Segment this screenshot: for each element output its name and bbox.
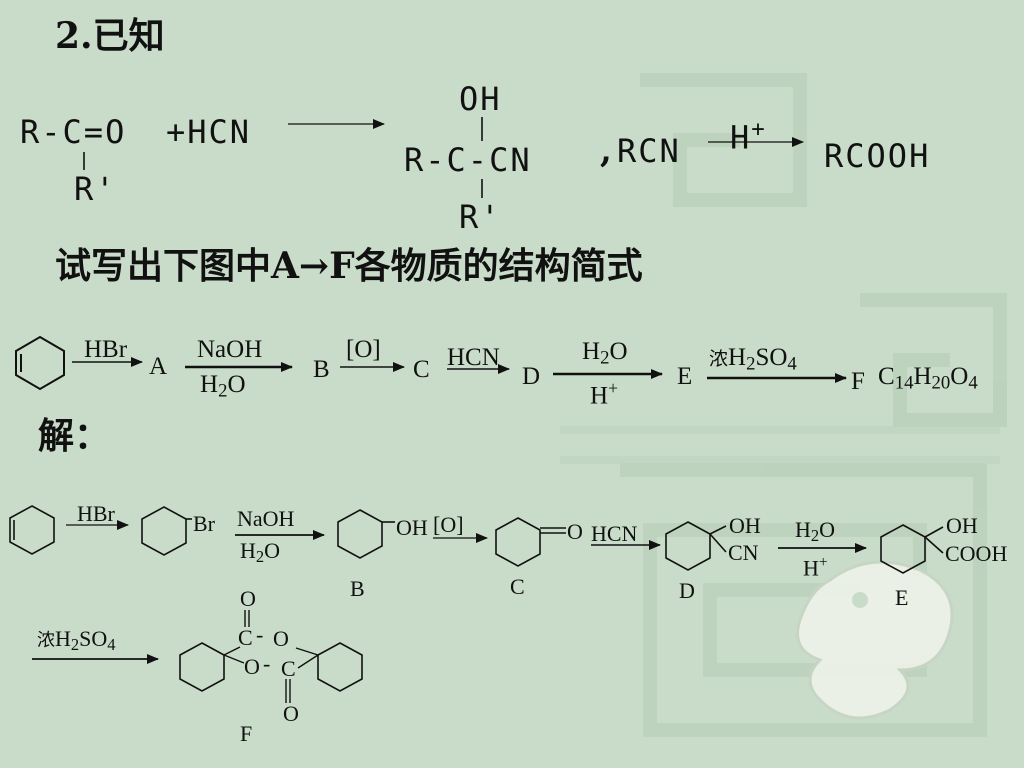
scheme-step2-bottom: H2O — [200, 371, 246, 402]
scheme-step6-reagent: 浓H2SO4 — [709, 344, 797, 375]
scheme-step2-top: NaOH — [197, 336, 263, 363]
problem-title: 2.已知 — [55, 15, 165, 57]
answer-f-o-bottom: O — [283, 701, 299, 726]
answer-f-o-ring-bottom: O — [244, 654, 260, 679]
known-product-top: OH — [459, 80, 502, 118]
answer-e-cooh: COOH — [945, 541, 1008, 566]
known-reactant1: R-C=O — [20, 113, 127, 151]
answer-label: 解： — [38, 415, 111, 457]
answer-e-cooh-bond — [924, 536, 944, 554]
scheme-label-a: A — [149, 353, 168, 380]
known-product-mid: R-C-CN — [404, 141, 532, 179]
question-text: 试写出下图中A→F各物质的结构简式 — [55, 245, 643, 287]
answer-label-e: E — [895, 585, 909, 610]
scheme-label-f: F — [851, 368, 865, 395]
answer-h2o: H2O — [240, 538, 281, 567]
answer-cyclohexene-ring — [9, 505, 55, 555]
answer-d-cn: CN — [728, 540, 759, 565]
dragon-ornament — [796, 560, 954, 720]
scheme-step5-top: H2O — [582, 338, 628, 369]
answer-ketone-o: O — [567, 519, 583, 544]
known-rcn: RCN — [617, 132, 681, 170]
answer-f-o-ring-top: O — [273, 626, 289, 651]
answer-bromocyclohexane-ring — [141, 506, 187, 556]
answer-hcn: HCN — [591, 521, 638, 546]
answer-conc-h2so4: 浓H2SO4 — [37, 626, 116, 655]
answer-e-hplus: H+ — [803, 554, 828, 581]
answer-f-bond-right-bottom — [297, 654, 319, 669]
known-reactant2: +HCN — [166, 113, 252, 151]
scheme-step5-bottom: H+ — [590, 378, 618, 410]
answer-d-cn-bond — [709, 533, 727, 553]
scheme-step4-reagent: HCN — [447, 344, 500, 371]
known-rcooh: RCOOH — [824, 137, 931, 175]
answer-label-f: F — [240, 721, 253, 746]
answer-f-left-ring — [179, 642, 225, 692]
scheme-step1-reagent: HBr — [84, 336, 128, 363]
scheme-step3-reagent: [O] — [346, 336, 381, 363]
answer-br: Br — [193, 511, 215, 536]
answer-cyclohexanol-ring — [337, 509, 383, 559]
answer-f-dash-bottom: - — [263, 651, 271, 676]
scheme-cyclohexene-ring — [15, 335, 65, 391]
known-reactant1-sub: R' — [74, 170, 117, 208]
scheme-label-c: C — [413, 356, 430, 383]
answer-e-oh: OH — [946, 513, 978, 538]
scheme-label-d: D — [522, 363, 541, 390]
known-acid-condition: H+ — [730, 116, 767, 157]
scheme-label-b: B — [313, 356, 330, 383]
answer-e-h2o: H2O — [795, 517, 836, 546]
answer-f-c-top: C — [238, 625, 253, 650]
answer-f-bond-left-bottom — [223, 654, 245, 664]
answer-f-right-ring — [317, 642, 363, 692]
answer-oh-b: OH — [396, 515, 428, 540]
answer-d-ring — [665, 521, 711, 571]
answer-f-dash-top: - — [256, 622, 264, 647]
answer-f-bond-right-top — [295, 647, 319, 656]
known-product-sub: R' — [459, 198, 502, 236]
answer-f-o-top: O — [240, 586, 256, 611]
answer-hbr: HBr — [77, 501, 115, 526]
answer-f-c-bottom: C — [281, 656, 296, 681]
answer-label-d: D — [679, 578, 695, 603]
known-comma: , — [600, 131, 612, 171]
answer-e-oh-bond — [924, 526, 944, 538]
answer-e-ring — [880, 524, 926, 574]
answer-label-c: C — [510, 574, 525, 599]
answer-cyclohexanone-ring — [495, 517, 541, 567]
answer-d-oh: OH — [729, 513, 761, 538]
answer-o-reagent: [O] — [433, 512, 464, 537]
scheme-formula: C14H20O4 — [878, 363, 978, 394]
answer-d-oh-bond — [709, 525, 727, 535]
answer-naoh: NaOH — [237, 506, 295, 531]
scheme-label-e: E — [677, 363, 693, 390]
answer-label-b: B — [350, 576, 365, 601]
